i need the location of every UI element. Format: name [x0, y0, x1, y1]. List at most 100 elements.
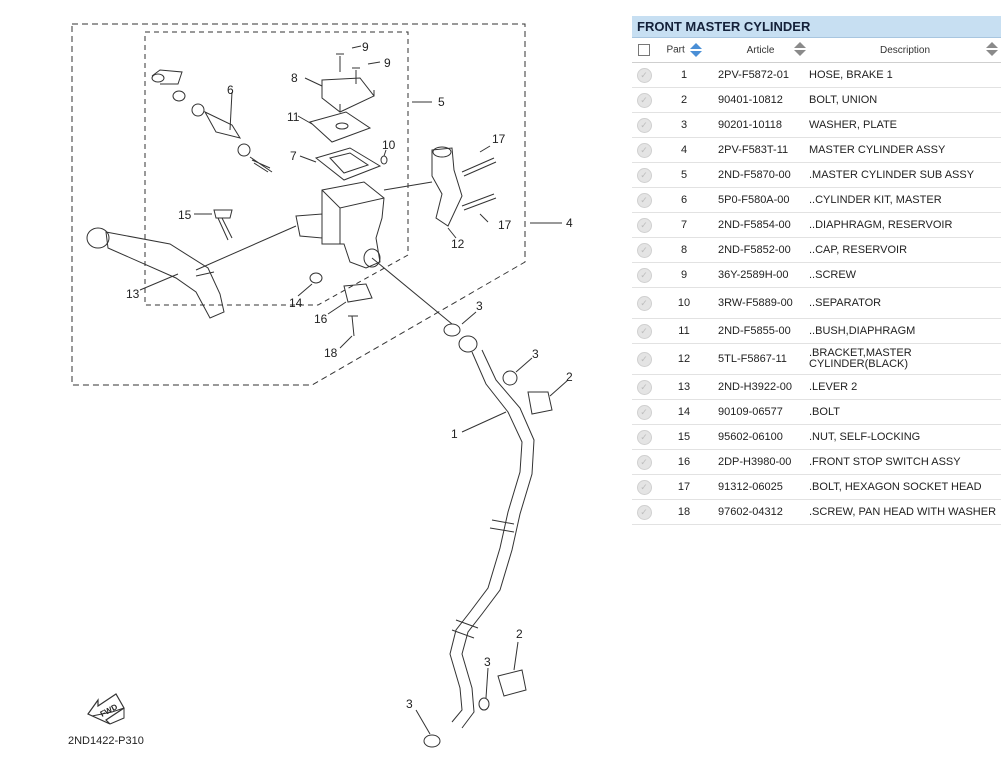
exploded-parts-diagram: 9 9 8 6 5 11 10 17 7 15 4 17 12 13 14 3 …: [68, 23, 573, 748]
description-cell: .NUT, SELF-LOCKING: [809, 424, 1001, 450]
description-cell: .BRACKET,MASTER CYLINDER(BLACK): [809, 343, 1001, 375]
check-circle-icon[interactable]: ✓: [636, 479, 652, 495]
check-circle-icon[interactable]: ✓: [636, 295, 652, 311]
article-number-cell: 3RW-F5889-00: [712, 287, 809, 319]
check-circle-icon[interactable]: ✓: [636, 167, 652, 183]
check-circle-icon[interactable]: ✓: [636, 429, 652, 445]
part-number-cell: 8: [656, 237, 712, 263]
check-circle-icon[interactable]: ✓: [636, 404, 652, 420]
row-select-cell[interactable]: ✓: [632, 87, 656, 113]
check-circle-icon[interactable]: ✓: [636, 379, 652, 395]
description-cell: ..DIAPHRAGM, RESERVOIR: [809, 212, 1001, 238]
check-circle-icon[interactable]: ✓: [636, 504, 652, 520]
callout-18: 18: [324, 346, 338, 360]
article-number-cell: 95602-06100: [712, 424, 809, 450]
part-number-cell: 15: [656, 424, 712, 450]
article-column-header[interactable]: Article: [712, 38, 809, 63]
check-circle-icon[interactable]: ✓: [636, 242, 652, 258]
row-select-cell[interactable]: ✓: [632, 318, 656, 344]
check-circle-icon[interactable]: ✓: [636, 67, 652, 83]
article-number-cell: 97602-04312: [712, 499, 809, 525]
part-number-cell: 2: [656, 87, 712, 113]
part-number-cell: 3: [656, 112, 712, 138]
row-select-cell[interactable]: ✓: [632, 112, 656, 138]
row-select-cell[interactable]: ✓: [632, 399, 656, 425]
description-cell: HOSE, BRAKE 1: [809, 62, 1001, 88]
description-cell: .BOLT: [809, 399, 1001, 425]
check-circle-icon[interactable]: ✓: [636, 454, 652, 470]
check-circle-icon[interactable]: ✓: [636, 217, 652, 233]
sort-article-icon[interactable]: [794, 42, 806, 56]
row-select-cell[interactable]: ✓: [632, 287, 656, 319]
description-cell: WASHER, PLATE: [809, 112, 1001, 138]
row-select-cell[interactable]: ✓: [632, 424, 656, 450]
description-cell: ..SCREW: [809, 262, 1001, 288]
row-select-cell[interactable]: ✓: [632, 237, 656, 263]
part-column-label: Part: [666, 44, 685, 56]
callout-5: 5: [438, 95, 445, 109]
part-number-cell: 17: [656, 474, 712, 500]
row-select-cell[interactable]: ✓: [632, 374, 656, 400]
check-circle-icon[interactable]: ✓: [636, 192, 652, 208]
callout-2b: 2: [516, 627, 523, 641]
check-circle-icon[interactable]: ✓: [636, 351, 652, 367]
row-select-cell[interactable]: ✓: [632, 449, 656, 475]
row-select-cell[interactable]: ✓: [632, 343, 656, 375]
article-number-cell: 2PV-F5872-01: [712, 62, 809, 88]
callout-6: 6: [227, 83, 234, 97]
part-column-header[interactable]: Part: [656, 38, 712, 63]
part-number-cell: 10: [656, 287, 712, 319]
check-circle-icon[interactable]: ✓: [636, 323, 652, 339]
callout-7: 7: [290, 149, 297, 163]
row-select-cell[interactable]: ✓: [632, 162, 656, 188]
check-circle-icon[interactable]: ✓: [636, 142, 652, 158]
check-circle-icon[interactable]: ✓: [636, 92, 652, 108]
description-cell: BOLT, UNION: [809, 87, 1001, 113]
table-header-row: Part Article Description: [632, 38, 1001, 63]
row-select-cell[interactable]: ✓: [632, 262, 656, 288]
row-select-cell[interactable]: ✓: [632, 137, 656, 163]
row-select-cell[interactable]: ✓: [632, 187, 656, 213]
row-select-cell[interactable]: ✓: [632, 212, 656, 238]
callout-3a: 3: [476, 299, 483, 313]
article-number-cell: 2ND-F5854-00: [712, 212, 809, 238]
article-column-label: Article: [746, 44, 775, 56]
callout-9a: 9: [362, 40, 369, 54]
sort-part-icon[interactable]: [689, 43, 702, 57]
description-cell: ..CYLINDER KIT, MASTER: [809, 187, 1001, 213]
part-number-cell: 9: [656, 262, 712, 288]
callout-3d: 3: [406, 697, 413, 711]
description-cell: ..CAP, RESERVOIR: [809, 237, 1001, 263]
select-all-checkbox[interactable]: [638, 44, 650, 56]
description-column-header[interactable]: Description: [809, 38, 1001, 63]
row-select-cell[interactable]: ✓: [632, 62, 656, 88]
check-circle-icon[interactable]: ✓: [636, 267, 652, 283]
article-number-cell: 2PV-F583T-11: [712, 137, 809, 163]
row-select-cell[interactable]: ✓: [632, 474, 656, 500]
sort-description-icon[interactable]: [986, 42, 998, 56]
row-select-cell[interactable]: ✓: [632, 499, 656, 525]
part-number-cell: 13: [656, 374, 712, 400]
callout-8: 8: [291, 71, 298, 85]
check-circle-icon[interactable]: ✓: [636, 117, 652, 133]
